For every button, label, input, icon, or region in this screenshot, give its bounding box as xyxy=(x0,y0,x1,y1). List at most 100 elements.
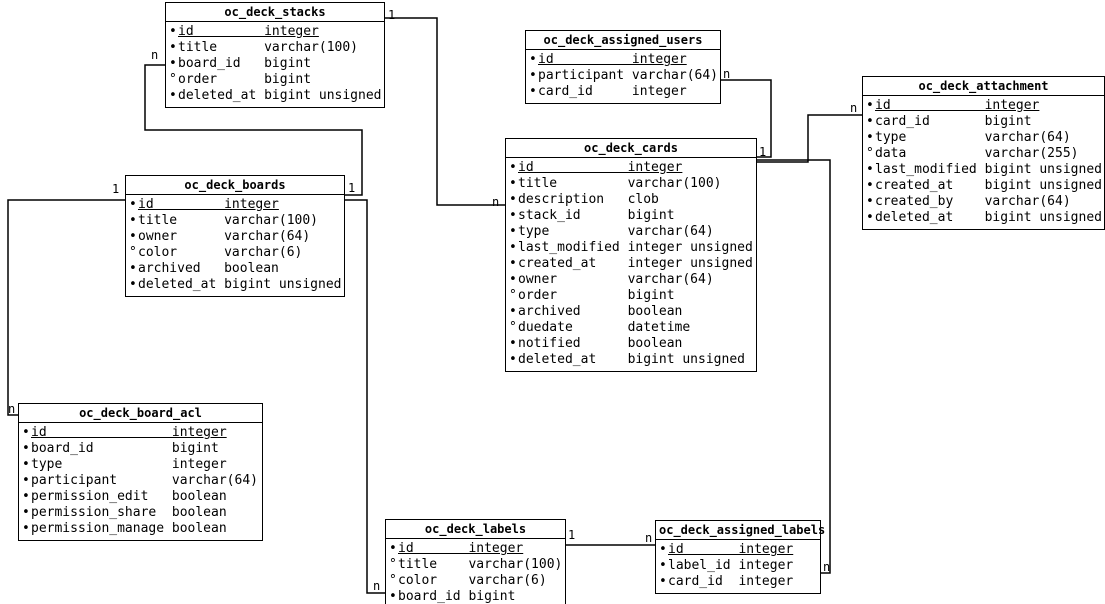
column-text: card_id integer xyxy=(668,574,794,589)
notnull-bullet-icon: • xyxy=(22,521,30,536)
notnull-bullet-icon: • xyxy=(169,24,177,39)
column-row-title: °title varchar(100) xyxy=(389,557,562,573)
nullable-circle-icon: ° xyxy=(389,573,397,588)
entity-oc-deck-assigned-labels: oc_deck_assigned_labels •id integer•labe… xyxy=(655,520,825,594)
column-row-card_id: •card_id bigint xyxy=(866,114,1101,130)
notnull-bullet-icon: • xyxy=(529,68,537,83)
cardinality-many: n xyxy=(8,402,16,416)
column-row-color: °color varchar(6) xyxy=(389,573,562,589)
column-row-permission_edit: •permission_edit boolean xyxy=(22,489,259,505)
column-row-order: °order bigint xyxy=(509,288,753,304)
column-row-board_id: •board_id bigint xyxy=(22,441,259,457)
entity-columns: •id integer•title varchar(100)•board_id … xyxy=(166,22,384,107)
column-text: id integer xyxy=(31,425,227,440)
notnull-bullet-icon: • xyxy=(129,197,137,212)
column-row-notified: •notified boolean xyxy=(509,336,753,352)
notnull-bullet-icon: • xyxy=(129,213,137,228)
notnull-bullet-icon: • xyxy=(509,256,517,271)
notnull-bullet-icon: • xyxy=(866,162,874,177)
notnull-bullet-icon: • xyxy=(22,425,30,440)
notnull-bullet-icon: • xyxy=(129,261,137,276)
column-row-order: °order bigint xyxy=(169,72,381,88)
column-text: type integer xyxy=(31,457,227,472)
column-row-participant: •participant varchar(64) xyxy=(529,68,719,84)
cardinality-one: 1 xyxy=(759,145,767,159)
relationship-line-boards-labels xyxy=(345,199,385,594)
column-text: card_id bigint xyxy=(875,114,1032,129)
notnull-bullet-icon: • xyxy=(22,505,30,520)
column-text: title varchar(100) xyxy=(518,176,722,191)
notnull-bullet-icon: • xyxy=(866,98,874,113)
column-row-last_modified: •last_modified bigint unsigned xyxy=(866,162,1102,178)
column-text: archived boolean xyxy=(518,304,683,319)
column-row-deleted_at: •deleted_at bigint unsigned xyxy=(866,210,1102,226)
nullable-circle-icon: ° xyxy=(866,146,874,161)
column-row-label_id: •label_id integer xyxy=(659,558,817,574)
column-text: color varchar(6) xyxy=(398,573,547,588)
column-text: deleted_at bigint unsigned xyxy=(875,210,1102,225)
relationship-line-boards-stacks xyxy=(144,64,363,196)
notnull-bullet-icon: • xyxy=(389,541,397,556)
entity-title: oc_deck_assigned_users xyxy=(526,31,720,50)
column-text: notified boolean xyxy=(518,336,683,351)
column-text: board_id bigint xyxy=(178,56,312,71)
column-row-id: •id integer xyxy=(866,98,1101,114)
notnull-bullet-icon: • xyxy=(389,589,397,604)
column-text: owner varchar(64) xyxy=(518,272,714,287)
entity-oc-deck-board-acl: oc_deck_board_acl •id integer•board_id b… xyxy=(18,403,263,541)
column-text: title varchar(100) xyxy=(398,557,563,572)
entity-oc-deck-assigned-users: oc_deck_assigned_users •id integer•parti… xyxy=(525,30,721,104)
cardinality-one: 1 xyxy=(112,182,120,196)
notnull-bullet-icon: • xyxy=(22,441,30,456)
notnull-bullet-icon: • xyxy=(169,88,177,103)
cardinality-one: 1 xyxy=(388,8,396,22)
column-text: owner varchar(64) xyxy=(138,229,311,244)
entity-oc-deck-labels: oc_deck_labels •id integer°title varchar… xyxy=(385,519,566,604)
column-row-deleted_at: •deleted_at bigint unsigned xyxy=(129,277,342,293)
column-row-created_at: •created_at bigint unsigned xyxy=(866,178,1102,194)
notnull-bullet-icon: • xyxy=(509,272,517,287)
column-row-id: •id integer xyxy=(169,24,381,40)
column-row-deleted_at: •deleted_at bigint unsigned xyxy=(169,88,382,104)
notnull-bullet-icon: • xyxy=(169,56,177,71)
notnull-bullet-icon: • xyxy=(509,208,517,223)
nullable-circle-icon: ° xyxy=(509,320,517,335)
column-row-id: •id integer xyxy=(389,541,562,557)
column-row-created_by: •created_by varchar(64) xyxy=(866,194,1101,210)
column-text: id integer xyxy=(518,160,683,175)
column-row-board_id: •board_id bigint xyxy=(389,589,562,604)
notnull-bullet-icon: • xyxy=(129,229,137,244)
column-text: created_at bigint unsigned xyxy=(875,178,1102,193)
column-text: deleted_at bigint unsigned xyxy=(138,277,342,292)
notnull-bullet-icon: • xyxy=(22,457,30,472)
column-text: color varchar(6) xyxy=(138,245,303,260)
column-text: id integer xyxy=(875,98,1040,113)
nullable-circle-icon: ° xyxy=(509,288,517,303)
notnull-bullet-icon: • xyxy=(866,130,874,145)
column-text: last_modified integer unsigned xyxy=(518,240,753,255)
relationship-line-stacks-cards xyxy=(385,17,505,206)
entity-oc-deck-cards: oc_deck_cards •id integer•title varchar(… xyxy=(505,138,757,372)
column-text: board_id bigint xyxy=(31,441,219,456)
column-text: deleted_at bigint unsigned xyxy=(178,88,382,103)
column-row-card_id: •card_id integer xyxy=(659,574,817,590)
column-text: participant varchar(64) xyxy=(538,68,719,83)
column-text: type varchar(64) xyxy=(518,224,714,239)
column-row-card_id: •card_id integer xyxy=(529,84,717,100)
nullable-circle-icon: ° xyxy=(169,72,177,87)
entity-title: oc_deck_attachment xyxy=(863,77,1104,96)
column-text: label_id integer xyxy=(668,558,794,573)
cardinality-many: n xyxy=(373,579,381,593)
column-row-permission_share: •permission_share boolean xyxy=(22,505,259,521)
entity-columns: •id integer•title varchar(100)•descripti… xyxy=(506,158,756,371)
notnull-bullet-icon: • xyxy=(509,192,517,207)
entity-oc-deck-stacks: oc_deck_stacks •id integer•title varchar… xyxy=(165,2,385,108)
column-text: last_modified bigint unsigned xyxy=(875,162,1102,177)
column-row-permission_manage: •permission_manage boolean xyxy=(22,521,259,537)
entity-columns: •id integer•participant varchar(64)•card… xyxy=(526,50,720,103)
column-row-title: •title varchar(100) xyxy=(129,213,341,229)
relationship-line-cards-attachment xyxy=(757,114,862,163)
cardinality-many: n xyxy=(823,560,831,574)
column-row-id: •id integer xyxy=(659,542,817,558)
